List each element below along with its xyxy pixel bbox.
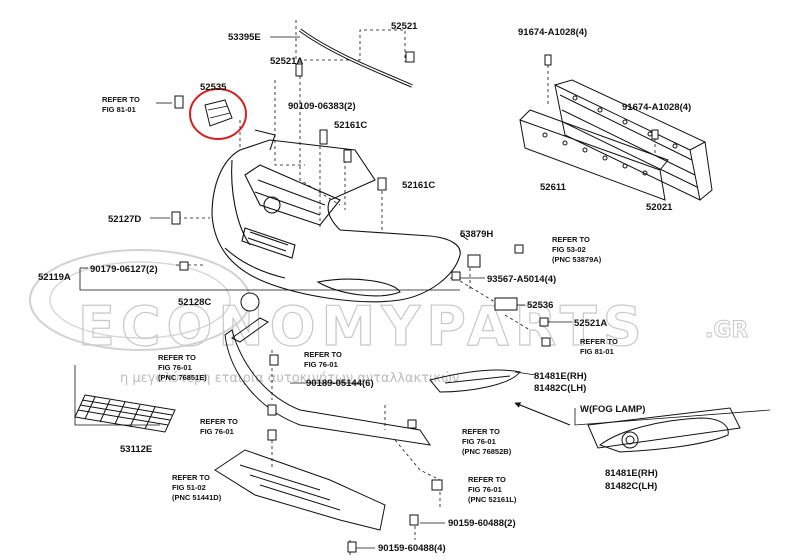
label-91674-right: 91674-A1028(4)	[622, 102, 691, 113]
highlight-circle	[189, 88, 247, 140]
label-52521: 52521	[391, 21, 418, 32]
ref-81-01b-l1: REFER TO	[580, 337, 618, 346]
label-52119A: 52119A	[38, 272, 71, 283]
label-52161C-b: 52161C	[402, 180, 435, 191]
ref-76-01c-l2: FIG 76-01	[200, 427, 234, 436]
label-91674-top: 91674-A1028(4)	[518, 27, 587, 38]
label-81482C-a: 81482C(LH)	[534, 383, 586, 394]
part-labels: 53395E 52521 91674-A1028(4) 52521A 52535…	[38, 21, 691, 554]
label-52521A-top: 52521A	[270, 56, 303, 67]
bumper-reinforcement	[519, 79, 713, 201]
label-53879H: 53879H	[460, 229, 493, 240]
ref-76-01a-l3: (PNC 76851E)	[158, 373, 207, 382]
bumper-cover	[211, 129, 461, 303]
ref-76-01d-l1: REFER TO	[462, 427, 500, 436]
ref-76-01a-l1: REFER TO	[158, 353, 196, 362]
watermark-tagline: η μεγαλύτερη εταιρία αυτοκινήτων ανταλλα…	[120, 371, 459, 386]
ref-76-01d-l3: (PNC 76852B)	[462, 447, 512, 456]
ref-76-01c-l1: REFER TO	[200, 417, 238, 426]
label-52535: 52535	[200, 82, 227, 93]
watermark-brand: ECONOMYPARTS	[78, 295, 648, 358]
ref-51-02-l2: FIG 51-02	[172, 483, 206, 492]
ref-51-02-l3: (PNC 51441D)	[172, 493, 222, 502]
label-81481E-b: 81481E(RH)	[605, 468, 658, 479]
label-52161C-a: 52161C	[334, 120, 367, 131]
fog-lamp-variant	[587, 407, 741, 453]
lower-grille	[74, 394, 176, 433]
upper-molding-strip	[298, 28, 413, 88]
under-cover	[214, 449, 386, 531]
variant-arrow	[514, 402, 771, 426]
ref-76-01b-l2: FIG 76-01	[304, 360, 338, 369]
label-53112E: 53112E	[120, 444, 152, 455]
label-52127D: 52127D	[108, 214, 141, 225]
ref-81-01-l1: REFER TO	[102, 95, 140, 104]
label-52611: 52611	[540, 182, 567, 193]
ref-53-02-l1: REFER TO	[552, 235, 590, 244]
ref-76-01b-l1: REFER TO	[304, 350, 342, 359]
label-81481E-a: 81481E(RH)	[534, 371, 587, 382]
variant-label: W(FOG LAMP)	[580, 404, 645, 415]
ref-51-02-l1: REFER TO	[172, 473, 210, 482]
ref-53-02-l3: (PNC 53879A)	[552, 255, 602, 264]
dashed-leaders	[176, 20, 656, 555]
ref-81-01b-l2: FIG 81-01	[580, 347, 614, 356]
reference-labels: REFER TO FIG 81-01 REFER TO FIG 53-02 (P…	[102, 95, 618, 504]
label-52536: 52536	[527, 300, 553, 311]
label-90159-a: 90159-60488(2)	[448, 518, 516, 529]
ref-76-01e-l2: FIG 76-01	[468, 485, 502, 494]
label-81482C-b: 81482C(LH)	[605, 481, 657, 492]
ref-76-01e-l3: (PNC 52161L)	[468, 495, 517, 504]
label-52021: 52021	[646, 202, 673, 213]
ref-76-01e-l1: REFER TO	[468, 475, 506, 484]
label-90159-b: 90159-60488(4)	[378, 543, 446, 554]
watermark-tld: .GR	[705, 318, 748, 343]
clips-and-fasteners	[171, 51, 659, 553]
label-90179: 90179-06127(2)	[90, 264, 158, 275]
label-53395E: 53395E	[228, 32, 261, 43]
ref-76-01a-l2: FIG 76-01	[158, 363, 192, 372]
ref-76-01d-l2: FIG 76-01	[462, 437, 496, 446]
label-90109: 90109-06383(2)	[288, 101, 356, 112]
label-93567: 93567-A5014(4)	[487, 274, 556, 285]
fog-lamp-bezel-left	[429, 369, 521, 393]
label-52521A-right: 52521A	[574, 318, 607, 329]
label-52128C: 52128C	[178, 297, 211, 308]
ref-81-01-l2: FIG 81-01	[102, 105, 136, 114]
label-90189: 90189-05144(6)	[306, 378, 374, 389]
solid-leaders	[74, 36, 572, 549]
ref-53-02-l2: FIG 53-02	[552, 245, 586, 254]
lower-trim-strip	[224, 317, 432, 446]
